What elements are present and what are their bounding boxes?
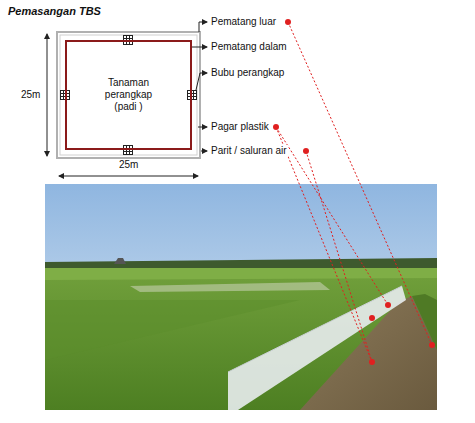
node-label: Tanaman perangkap (padi ) xyxy=(98,77,160,113)
diagram-title: Pemasangan TBS xyxy=(8,5,101,17)
pointer-arrow xyxy=(192,22,207,151)
part-label: Pematang dalam xyxy=(210,41,288,53)
leader-line xyxy=(276,22,432,362)
trap-crop-box: Tanaman perangkap (padi ) xyxy=(65,40,192,150)
part-label: Parit / saluran air xyxy=(210,145,288,157)
part-label: Pagar plastik xyxy=(210,121,270,133)
trap-icon xyxy=(61,36,197,155)
dimension-line xyxy=(47,34,48,156)
plastic-fence xyxy=(60,35,197,155)
part-label: Pematang luar xyxy=(210,16,277,28)
dimension-label: 25m xyxy=(20,89,41,101)
dimension-label: 25m xyxy=(118,159,139,171)
outer-bank xyxy=(57,32,200,158)
callout-dot xyxy=(273,19,435,365)
field-photo xyxy=(45,184,437,410)
part-label: Bubu perangkap xyxy=(210,67,285,79)
dimension-line xyxy=(59,176,198,177)
